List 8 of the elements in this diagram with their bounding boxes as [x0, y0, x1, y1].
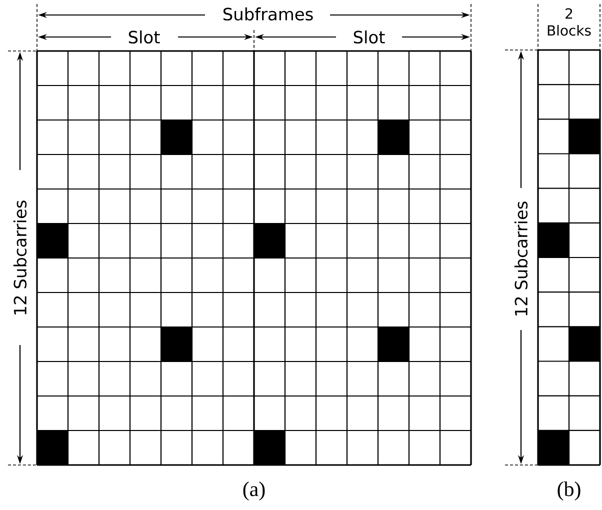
dimension-label: 12 Subcarries: [514, 202, 528, 316]
dimension-label: Slot: [128, 30, 160, 44]
dimension-label: Subframes: [223, 7, 313, 21]
subfigure-label: (b): [558, 482, 580, 500]
subfigure-label: (a): [243, 482, 265, 500]
dimension-label: Slot: [354, 30, 385, 44]
dimension-label: 12 Subcarries: [13, 200, 27, 314]
dimension-label: 2 Blocks: [548, 8, 591, 36]
